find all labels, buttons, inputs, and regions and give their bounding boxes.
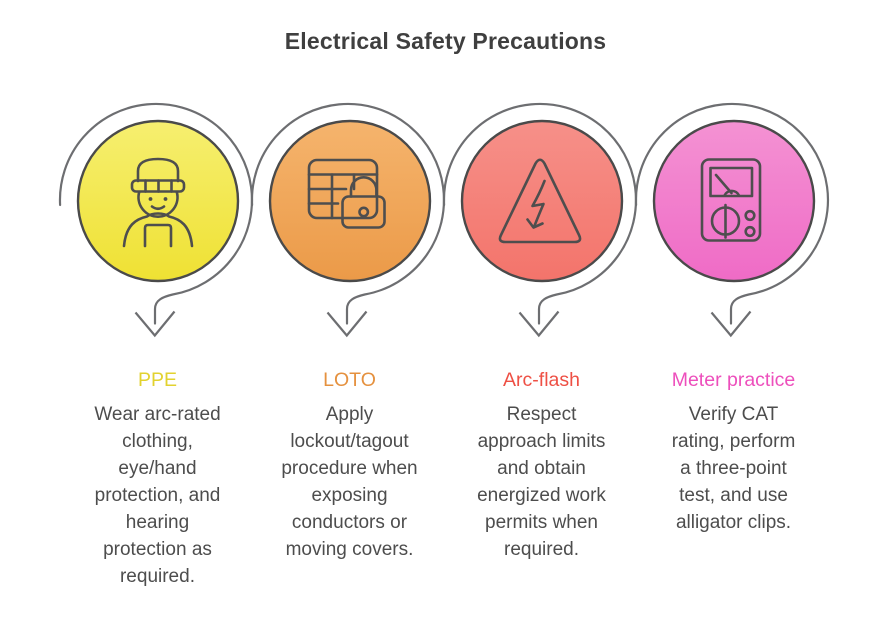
page-title: Electrical Safety Precautions [284,28,607,54]
step-loto-graphic [250,102,445,338]
step-ppe-graphic [58,102,253,338]
arc-flash-icon [498,158,581,244]
swirl-arrow [634,102,829,338]
down-arrowhead-icon [518,310,559,338]
swirl-arrow [58,102,253,338]
step-circle [652,119,815,283]
step-arc-flash: Arc-flash Respect approach limits and ob… [442,95,638,590]
step-loto: LOTO Apply lockout/tagout procedure when… [250,95,446,590]
step-circle [460,119,623,283]
down-arrowhead-icon [134,310,175,338]
step-label: Meter practice [671,369,796,391]
padlock-icon [340,176,386,229]
steps-row: PPE Wear arc-rated clothing, eye/hand pr… [0,95,891,590]
step-description: Verify CAT rating, perform a three-point… [671,404,796,533]
lockout-panel-icon [307,158,386,229]
multimeter-icon [700,158,761,242]
step-ppe: PPE Wear arc-rated clothing, eye/hand pr… [58,95,254,590]
swirl-arrow [250,102,445,338]
step-label: PPE [137,369,178,391]
worker-icon [122,157,193,248]
step-label: Arc-flash [503,369,580,391]
step-meter-practice: Meter practice Verify CAT rating, perfor… [634,95,830,590]
step-arc-flash-graphic [442,102,637,338]
step-label: LOTO [323,369,376,391]
down-arrowhead-icon [710,310,751,338]
step-circle [268,119,431,283]
down-arrowhead-icon [326,310,367,338]
step-description: Apply lockout/tagout procedure when expo… [281,404,418,560]
swirl-arrow [442,102,637,338]
step-description: Respect approach limits and obtain energ… [477,404,606,560]
step-description: Wear arc-rated clothing, eye/hand protec… [94,404,221,587]
step-meter-practice-graphic [634,102,829,338]
step-circle [76,119,239,283]
